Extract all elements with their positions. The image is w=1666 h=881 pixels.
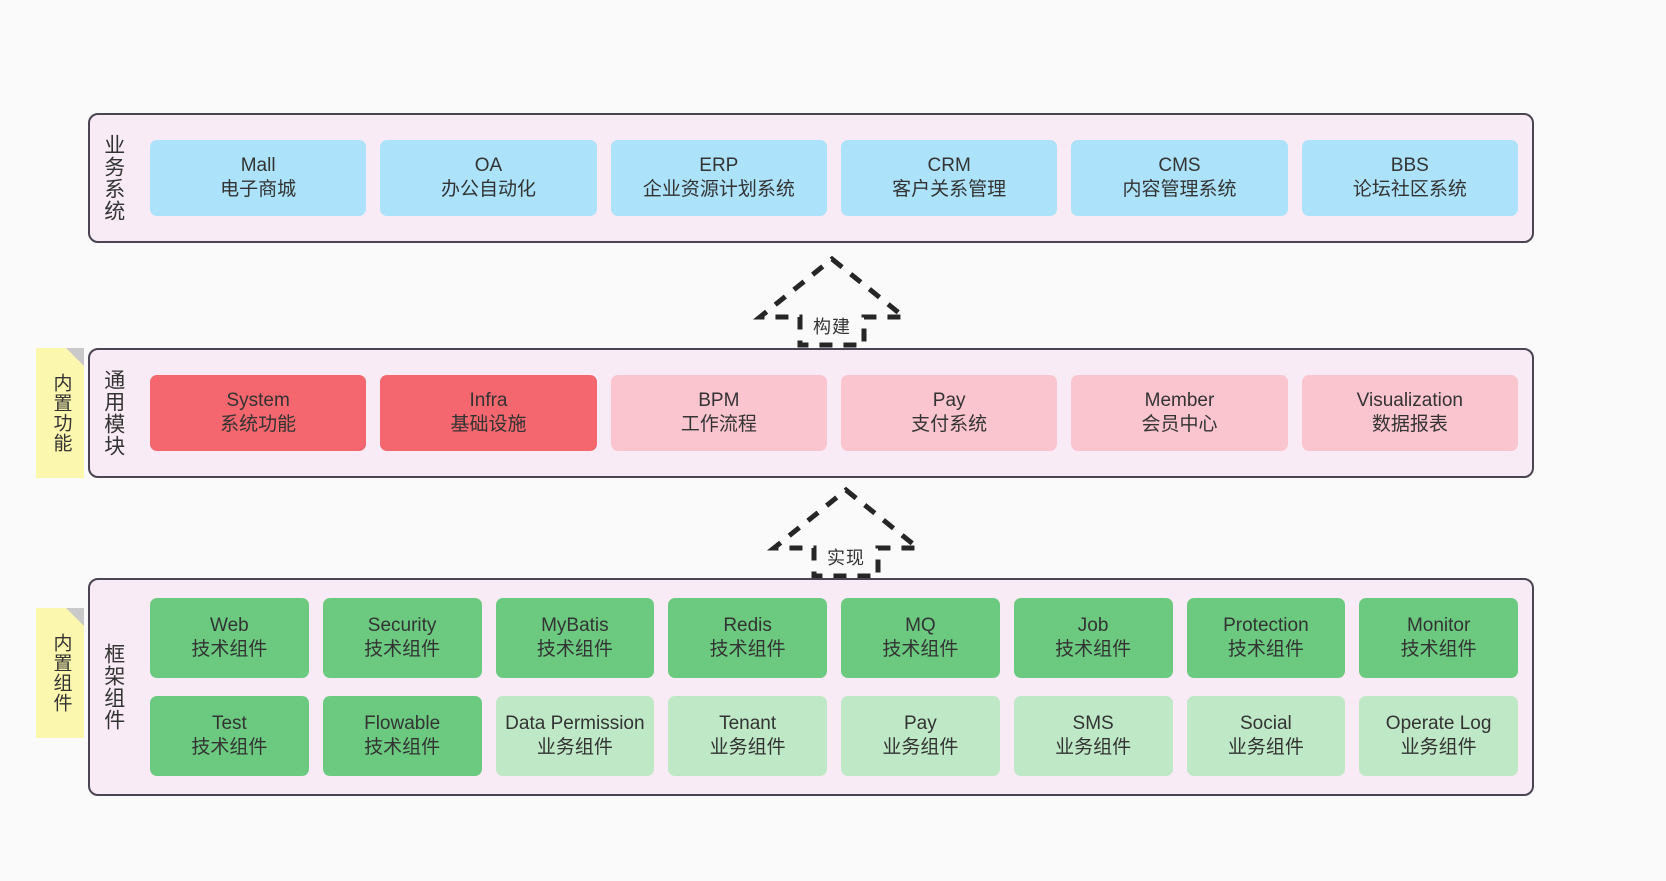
card-redis-name: Redis [723, 615, 772, 637]
card-mall-name: Mall [240, 155, 276, 177]
card-monitor-name: Monitor [1406, 615, 1471, 637]
card-pay-module-desc: 支付系统 [911, 414, 988, 435]
card-system-desc: 系统功能 [220, 414, 297, 435]
card-erp-desc: 企业资源计划系统 [642, 179, 795, 200]
layer-framework-components-cards: Web 技术组件 Security 技术组件 MyBatis 技术组件 Redi… [136, 580, 1532, 794]
card-mybatis-name: MyBatis [541, 615, 609, 637]
card-cms-name: CMS [1158, 155, 1201, 177]
layer-framework-components-title: 框架组件 [101, 643, 125, 731]
card-security-desc: 技术组件 [364, 639, 441, 660]
card-cms[interactable]: CMS 内容管理系统 [1071, 140, 1288, 216]
card-redis[interactable]: Redis 技术组件 [668, 598, 827, 678]
card-oa-desc: 办公自动化 [440, 179, 536, 200]
card-mybatis-desc: 技术组件 [536, 639, 613, 660]
card-data-permission-name: Data Permission [505, 713, 645, 735]
card-erp[interactable]: ERP 企业资源计划系统 [610, 140, 827, 216]
card-member-name: Member [1144, 390, 1215, 412]
card-mall[interactable]: Mall 电子商城 [150, 140, 367, 216]
card-system-name: System [226, 390, 290, 412]
card-flowable[interactable]: Flowable 技术组件 [322, 696, 482, 776]
card-system[interactable]: System 系统功能 [150, 375, 367, 451]
card-sms-desc: 业务组件 [1055, 737, 1132, 758]
note-builtin-features: 内置功能 [36, 348, 84, 478]
card-oa[interactable]: OA 办公自动化 [380, 140, 597, 216]
card-crm[interactable]: CRM 客户关系管理 [840, 140, 1058, 216]
card-data-permission-desc: 业务组件 [536, 737, 613, 758]
layer-common-modules-title: 通用模块 [101, 369, 125, 457]
card-pay-component[interactable]: Pay 业务组件 [841, 696, 1000, 776]
card-cms-desc: 内容管理系统 [1122, 179, 1237, 200]
card-visualization[interactable]: Visualization 数据报表 [1301, 375, 1518, 451]
card-monitor-desc: 技术组件 [1400, 639, 1477, 660]
card-pay-component-desc: 业务组件 [882, 737, 959, 758]
card-sms-name: SMS [1072, 713, 1114, 735]
card-bbs-desc: 论坛社区系统 [1352, 179, 1467, 200]
card-flowable-desc: 技术组件 [364, 737, 441, 758]
card-visualization-desc: 数据报表 [1371, 414, 1448, 435]
card-test-name: Test [211, 713, 247, 735]
card-tenant[interactable]: Tenant 业务组件 [668, 696, 827, 776]
card-protection[interactable]: Protection 技术组件 [1186, 598, 1346, 678]
card-protection-name: Protection [1223, 615, 1309, 637]
card-bbs-name: BBS [1390, 155, 1429, 177]
card-security-name: Security [367, 615, 437, 637]
card-infra-desc: 基础设施 [450, 414, 527, 435]
card-test-desc: 技术组件 [191, 737, 268, 758]
card-visualization-name: Visualization [1356, 390, 1463, 412]
card-sms[interactable]: SMS 业务组件 [1013, 696, 1173, 776]
card-mq-name: MQ [905, 615, 936, 637]
card-social-desc: 业务组件 [1227, 737, 1304, 758]
card-bbs[interactable]: BBS 论坛社区系统 [1301, 140, 1518, 216]
layer-business-systems-cards: Mall 电子商城 OA 办公自动化 ERP 企业资源计划系统 CRM 客户关系… [136, 115, 1532, 241]
card-pay-module[interactable]: Pay 支付系统 [840, 375, 1058, 451]
note-builtin-components: 内置组件 [36, 608, 84, 738]
card-mybatis[interactable]: MyBatis 技术组件 [495, 598, 655, 678]
connector-implement-arrow: 实现 [766, 484, 926, 580]
card-erp-name: ERP [699, 155, 739, 177]
card-bpm-desc: 工作流程 [680, 414, 757, 435]
card-monitor[interactable]: Monitor 技术组件 [1359, 598, 1518, 678]
card-infra[interactable]: Infra 基础设施 [380, 375, 597, 451]
card-crm-name: CRM [927, 155, 971, 177]
connector-build-arrow: 构建 [752, 253, 912, 349]
card-redis-desc: 技术组件 [709, 639, 786, 660]
card-oa-name: OA [474, 155, 503, 177]
layer-common-modules-cards: System 系统功能 Infra 基础设施 BPM 工作流程 Pay 支付系统… [136, 350, 1532, 476]
card-operate-log-name: Operate Log [1385, 713, 1492, 735]
layer-business-systems: 业务系统 Mall 电子商城 OA 办公自动化 ERP 企业资源计划系统 CRM… [88, 113, 1534, 243]
card-web-desc: 技术组件 [191, 639, 268, 660]
layer-framework-components: 框架组件 Web 技术组件 Security 技术组件 MyBatis 技术组件… [88, 578, 1534, 796]
card-job-name: Job [1077, 615, 1109, 637]
card-pay-component-name: Pay [904, 713, 937, 735]
card-bpm-name: BPM [698, 390, 740, 412]
card-security[interactable]: Security 技术组件 [322, 598, 482, 678]
card-pay-module-name: Pay [932, 390, 966, 412]
card-crm-desc: 客户关系管理 [892, 179, 1007, 200]
layer-common-modules: 通用模块 System 系统功能 Infra 基础设施 BPM 工作流程 Pay… [88, 348, 1534, 478]
card-job[interactable]: Job 技术组件 [1013, 598, 1173, 678]
card-infra-name: Infra [469, 390, 508, 412]
note-builtin-features-label: 内置功能 [50, 373, 72, 453]
card-tenant-desc: 业务组件 [709, 737, 786, 758]
card-member[interactable]: Member 会员中心 [1071, 375, 1288, 451]
card-mq-desc: 技术组件 [882, 639, 959, 660]
card-test[interactable]: Test 技术组件 [150, 696, 309, 776]
card-tenant-name: Tenant [719, 713, 777, 735]
card-social-name: Social [1240, 713, 1292, 735]
card-data-permission[interactable]: Data Permission 业务组件 [495, 696, 655, 776]
card-mq[interactable]: MQ 技术组件 [841, 598, 1000, 678]
card-member-desc: 会员中心 [1141, 414, 1218, 435]
card-flowable-name: Flowable [364, 713, 441, 735]
card-social[interactable]: Social 业务组件 [1186, 696, 1346, 776]
layer-business-systems-title: 业务系统 [101, 134, 125, 222]
card-job-desc: 技术组件 [1055, 639, 1132, 660]
card-operate-log-desc: 业务组件 [1400, 737, 1477, 758]
card-web[interactable]: Web 技术组件 [150, 598, 309, 678]
card-operate-log[interactable]: Operate Log 业务组件 [1359, 696, 1518, 776]
card-web-name: Web [210, 615, 249, 637]
note-builtin-components-label: 内置组件 [50, 633, 72, 713]
card-mall-desc: 电子商城 [220, 179, 297, 200]
card-bpm[interactable]: BPM 工作流程 [610, 375, 827, 451]
card-protection-desc: 技术组件 [1227, 639, 1304, 660]
